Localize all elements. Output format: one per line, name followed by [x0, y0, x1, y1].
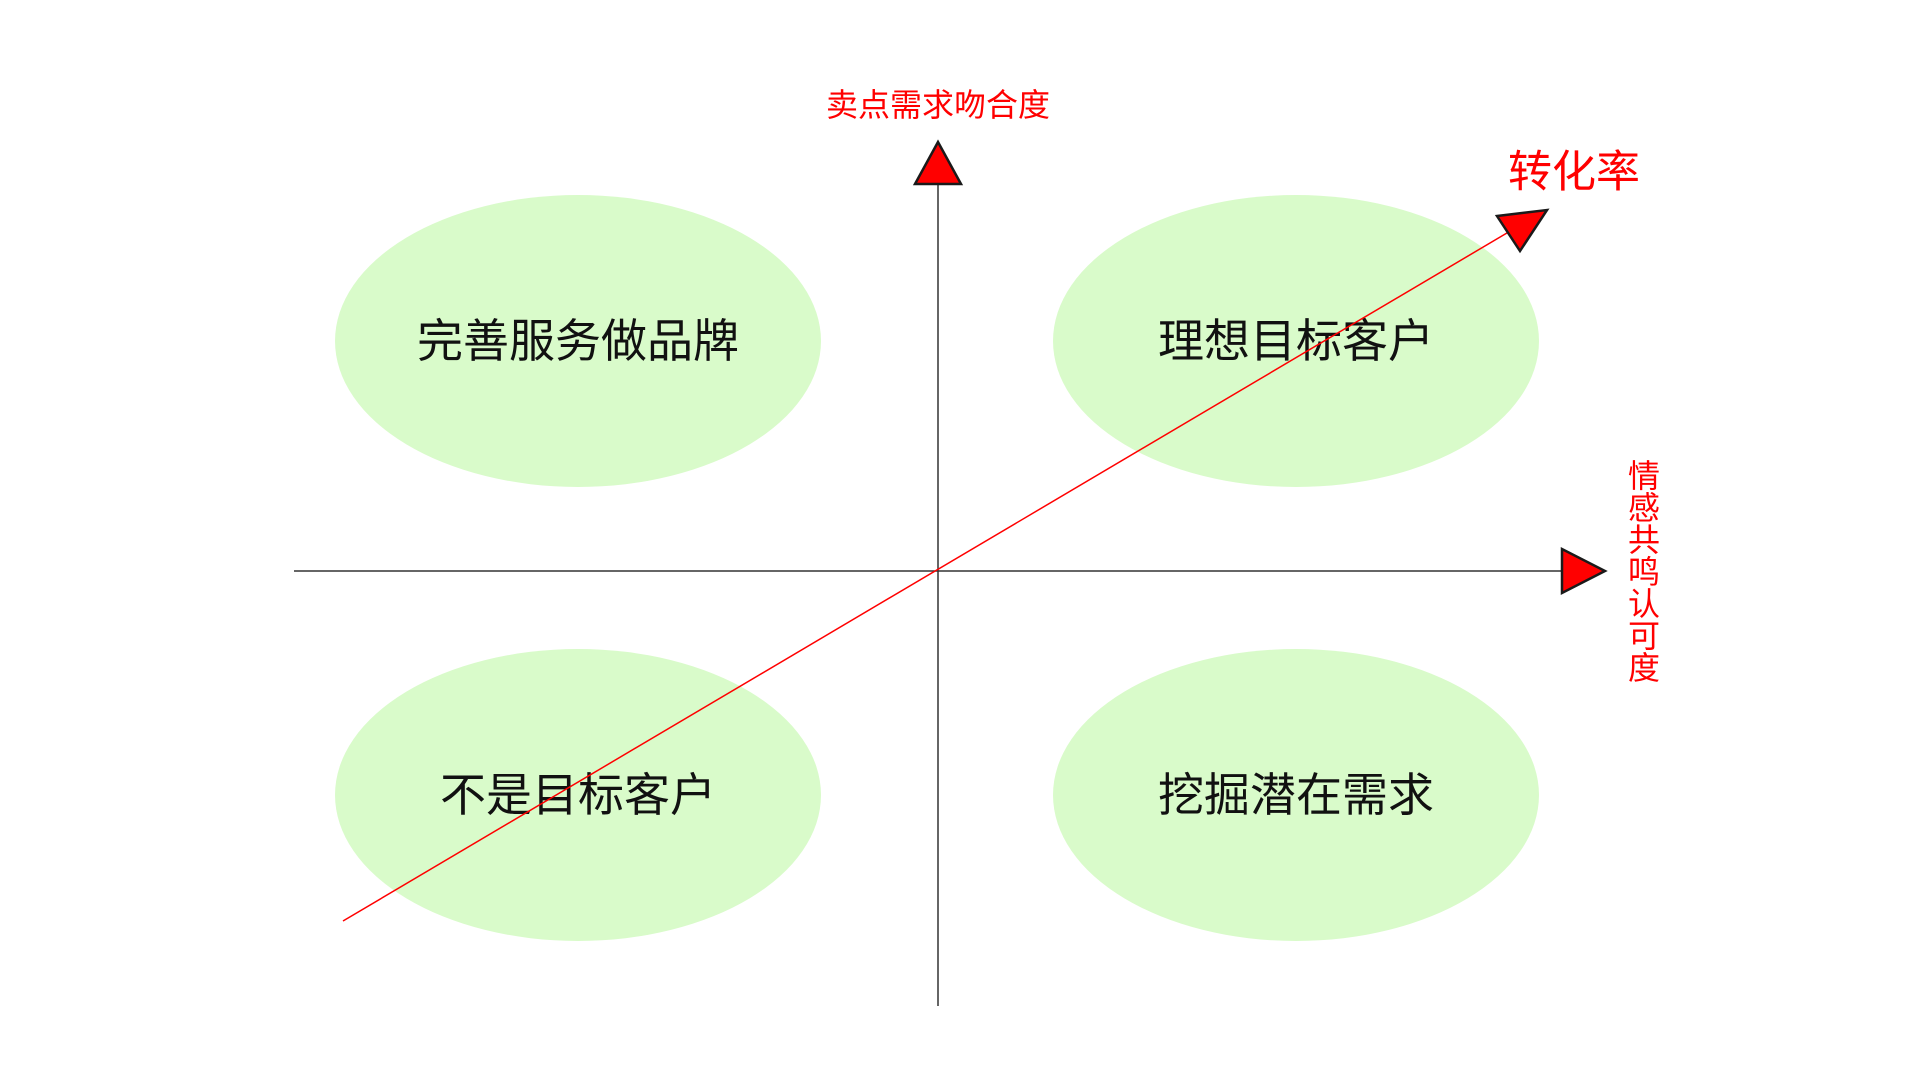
horizontal-axis-arrow [1560, 546, 1608, 596]
quadrant-label-top-left: 完善服务做品牌 [417, 314, 739, 368]
ellipse-bottom-right [1053, 649, 1539, 941]
vertical-axis-title: 卖点需求吻合度 [826, 86, 1050, 124]
quadrant-label-top-right: 理想目标客户 [1158, 314, 1434, 368]
vertical-axis-arrow [912, 139, 964, 186]
ellipse-top-right [1053, 195, 1539, 487]
conversion-rate-title: 转化率 [1508, 147, 1640, 198]
conversion-trend-line [342, 229, 1513, 922]
ellipse-bottom-left [335, 649, 821, 941]
quadrant-label-bottom-left: 不是目标客户 [440, 768, 716, 822]
ellipse-top-left [335, 195, 821, 487]
quadrant-label-bottom-right: 挖掘潜在需求 [1158, 768, 1434, 822]
conversion-trend-arrow [1494, 208, 1550, 254]
horizontal-axis-title: 情感共鸣认可度 [1623, 459, 1661, 683]
